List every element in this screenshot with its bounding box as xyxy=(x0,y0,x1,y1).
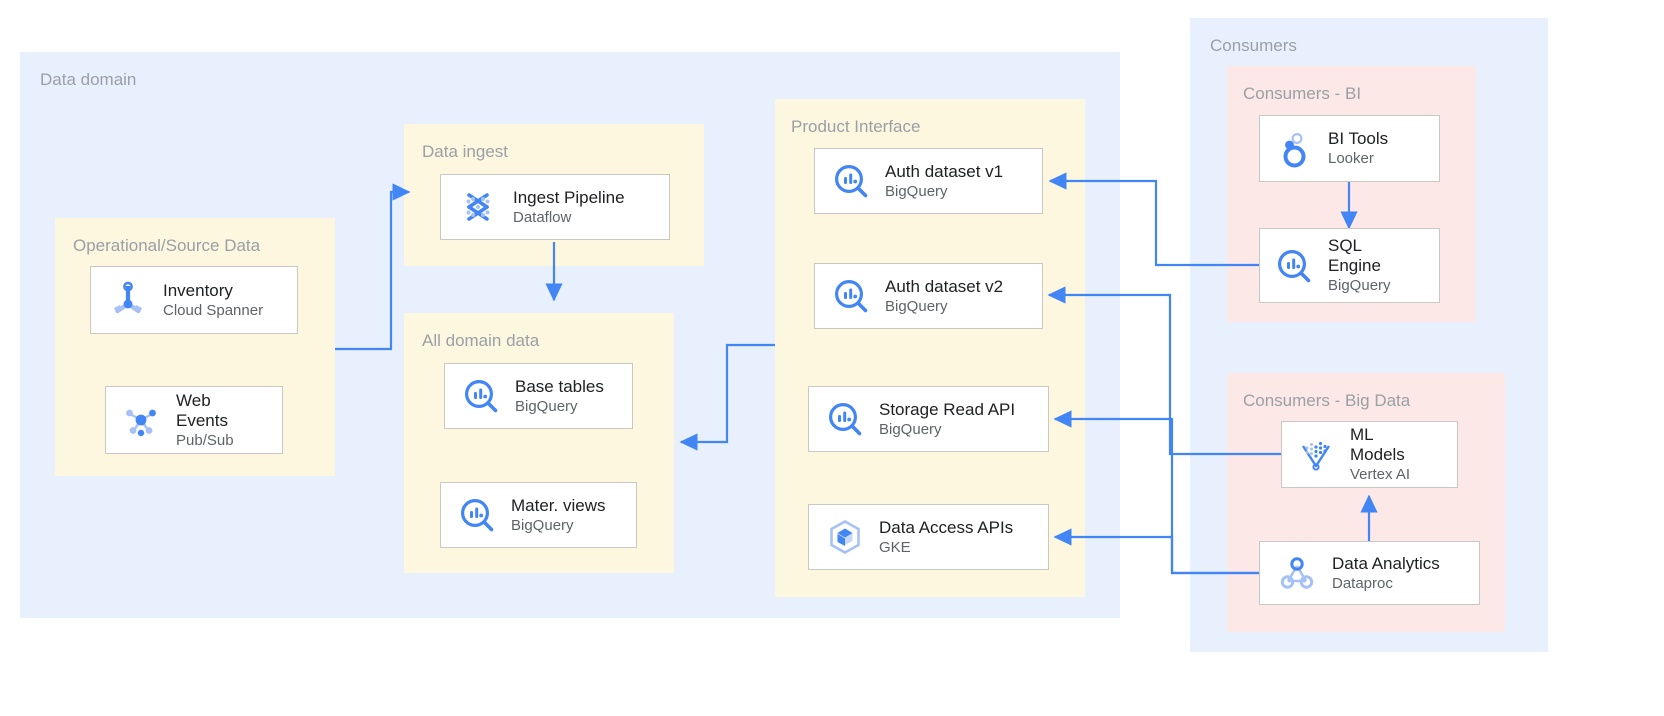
node-auth-dataset-v2-text: Auth dataset v2 BigQuery xyxy=(885,277,1003,316)
node-storage-read-api[interactable]: Storage Read API BigQuery xyxy=(808,386,1049,452)
node-base-tables-title: Base tables xyxy=(515,376,604,396)
node-sql-engine-text: SQL Engine BigQuery xyxy=(1328,236,1391,295)
node-inventory[interactable]: Inventory Cloud Spanner xyxy=(90,266,298,334)
looker-icon xyxy=(1270,125,1318,173)
bigquery-icon xyxy=(827,272,875,320)
node-inventory-subtitle: Cloud Spanner xyxy=(163,301,264,319)
node-web-events-title: Web Events xyxy=(176,390,228,430)
node-auth-dataset-v1-subtitle: BigQuery xyxy=(885,182,948,200)
node-auth-dataset-v1-text: Auth dataset v1 BigQuery xyxy=(885,162,1003,201)
node-storage-read-api-title: Storage Read API xyxy=(879,399,1016,419)
node-mater-views-title: Mater. views xyxy=(511,495,606,515)
node-auth-dataset-v1[interactable]: Auth dataset v1 BigQuery xyxy=(814,148,1043,214)
node-bi-tools-text: BI Tools Looker xyxy=(1328,129,1388,168)
node-ingest-pipeline-subtitle: Dataflow xyxy=(513,208,572,226)
node-ml-models-subtitle: Vertex AI xyxy=(1350,466,1411,483)
node-bi-tools-title: BI Tools xyxy=(1328,129,1389,148)
node-data-access-apis[interactable]: Data Access APIs GKE xyxy=(808,504,1049,570)
node-base-tables[interactable]: Base tables BigQuery xyxy=(444,363,633,429)
panel-operational-source-data-label: Operational/Source Data xyxy=(73,236,261,255)
panel-consumers-bi-label: Consumers - BI xyxy=(1243,84,1362,103)
node-ingest-pipeline-text: Ingest Pipeline Dataflow xyxy=(513,188,625,227)
node-data-access-apis-title: Data Access APIs xyxy=(879,517,1014,537)
panel-consumers-big-data-label: Consumers - Big Data xyxy=(1243,391,1411,410)
node-bi-tools-subtitle: Looker xyxy=(1328,150,1374,167)
node-bi-tools[interactable]: BI Tools Looker xyxy=(1259,115,1440,182)
vertex-ai-icon xyxy=(1292,431,1340,479)
node-auth-dataset-v2-title: Auth dataset v2 xyxy=(885,276,1004,296)
node-data-access-apis-text: Data Access APIs GKE xyxy=(879,518,1013,557)
node-ml-models[interactable]: ML Models Vertex AI xyxy=(1281,421,1458,488)
bigquery-icon xyxy=(1270,242,1318,290)
node-ingest-pipeline[interactable]: Ingest Pipeline Dataflow xyxy=(440,174,670,240)
node-data-analytics-text: Data Analytics Dataproc xyxy=(1332,554,1440,593)
node-mater-views-subtitle: BigQuery xyxy=(511,516,574,534)
node-sql-engine-subtitle: BigQuery xyxy=(1328,277,1391,294)
node-web-events[interactable]: Web Events Pub/Sub xyxy=(105,386,283,454)
node-auth-dataset-v2-subtitle: BigQuery xyxy=(885,297,948,315)
bigquery-icon xyxy=(453,491,501,539)
bigquery-icon xyxy=(821,395,869,443)
node-sql-engine[interactable]: SQL Engine BigQuery xyxy=(1259,228,1440,303)
cloud-spanner-icon xyxy=(103,275,153,325)
node-mater-views-text: Mater. views BigQuery xyxy=(511,496,605,535)
dataflow-icon xyxy=(453,182,503,232)
node-auth-dataset-v2[interactable]: Auth dataset v2 BigQuery xyxy=(814,263,1043,329)
node-base-tables-text: Base tables BigQuery xyxy=(515,377,604,416)
node-inventory-text: Inventory Cloud Spanner xyxy=(163,281,263,320)
gke-icon xyxy=(821,513,869,561)
node-storage-read-api-text: Storage Read API BigQuery xyxy=(879,400,1015,439)
dataproc-icon xyxy=(1272,548,1322,598)
node-data-analytics-title: Data Analytics xyxy=(1332,553,1440,573)
node-ml-models-title: ML Models xyxy=(1350,425,1405,464)
panel-product-interface-label: Product Interface xyxy=(791,117,921,136)
node-sql-engine-title: SQL Engine xyxy=(1328,236,1381,275)
pubsub-icon xyxy=(116,395,166,445)
node-ingest-pipeline-title: Ingest Pipeline xyxy=(513,187,625,207)
node-base-tables-subtitle: BigQuery xyxy=(515,397,578,415)
node-storage-read-api-subtitle: BigQuery xyxy=(879,420,942,438)
panel-consumers-label: Consumers xyxy=(1210,36,1297,55)
bigquery-icon xyxy=(457,372,505,420)
node-ml-models-text: ML Models Vertex AI xyxy=(1350,425,1410,484)
bigquery-icon xyxy=(827,157,875,205)
node-data-analytics[interactable]: Data Analytics Dataproc xyxy=(1259,541,1480,605)
node-data-analytics-subtitle: Dataproc xyxy=(1332,574,1393,592)
panel-data-ingest-label: Data ingest xyxy=(422,142,508,161)
node-mater-views[interactable]: Mater. views BigQuery xyxy=(440,482,637,548)
node-data-access-apis-subtitle: GKE xyxy=(879,538,911,556)
node-inventory-title: Inventory xyxy=(163,280,233,300)
panel-data-domain-label: Data domain xyxy=(40,70,137,89)
node-auth-dataset-v1-title: Auth dataset v1 xyxy=(885,161,1004,181)
node-web-events-subtitle: Pub/Sub xyxy=(176,431,234,449)
panel-all-domain-data-label: All domain data xyxy=(422,331,540,350)
node-web-events-text: Web Events Pub/Sub xyxy=(176,391,234,450)
